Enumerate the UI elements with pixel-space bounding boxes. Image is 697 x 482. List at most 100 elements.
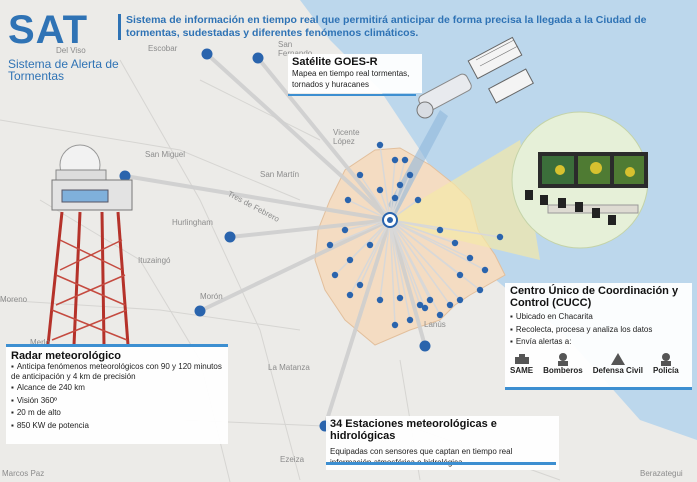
radar-tower-illustration: [46, 144, 133, 346]
satellite-box-bar: [288, 94, 416, 96]
station-link: [199, 218, 391, 313]
station-dot: [396, 294, 404, 302]
station-dot: [436, 311, 444, 319]
cucc-features: Ubicado en Chacarita Recolecta, procesa …: [510, 311, 687, 349]
station-dot: [496, 233, 504, 241]
station-dot: [376, 296, 384, 304]
station-link: [379, 219, 391, 301]
alert-label: Policía: [652, 365, 679, 375]
station-dot: [426, 296, 434, 304]
radar-feature: 20 m de alto: [11, 407, 223, 420]
station-link: [389, 219, 486, 271]
station-dot: [481, 266, 489, 274]
station-dot: [376, 141, 384, 149]
map-label: Moreno: [0, 295, 28, 304]
satellite-text: Mapea en tiempo real tormentas, tornados…: [292, 69, 410, 89]
radar-feature: Visión 360º: [11, 395, 223, 408]
alert-defensa-civil: Defensa Civil: [593, 352, 643, 375]
stations-title: 34 Estaciones meteorológicas e hidrológi…: [330, 418, 497, 442]
station-link: [389, 219, 451, 306]
map-label: Ituzaingó: [138, 256, 171, 265]
satellite-illustration: [416, 36, 534, 119]
satellite-box: Satélite GOES-R Mapea en tiempo real tor…: [288, 54, 422, 93]
map-label: Del Viso: [56, 46, 86, 55]
station-dot: [476, 286, 484, 294]
station-link: [389, 219, 401, 299]
station-link: [334, 219, 391, 276]
station-link: [329, 219, 391, 246]
map-label: Morón: [200, 292, 223, 301]
station-dot: [391, 156, 399, 164]
station-link: [124, 174, 391, 222]
control-center-illustration: [511, 111, 649, 249]
station-link: [389, 219, 456, 244]
radar-feature: Anticipa fenómenos meteorológicos con 90…: [11, 362, 223, 382]
station-link: [389, 219, 426, 309]
radar-title: Radar meteorológico: [11, 350, 122, 362]
station-dot: [356, 281, 364, 289]
station-link: [388, 219, 427, 347]
map-label: San Miguel: [145, 150, 186, 159]
station-dot: [416, 301, 424, 309]
sat-logo: SAT Sistema de Alerta de Tormentas: [8, 10, 128, 82]
station-link: [389, 219, 411, 321]
map-label: San Martín: [260, 170, 300, 179]
station-link: [359, 174, 391, 221]
alert-policia: Policía: [653, 352, 679, 375]
station-link: [389, 219, 501, 238]
station-link: [389, 159, 396, 221]
station-link: [389, 219, 481, 291]
station-dot: [419, 340, 431, 352]
satellite-title: Satélite GOES-R: [292, 56, 378, 68]
station-dot: [456, 271, 464, 279]
station-dot: [326, 241, 334, 249]
alert-label: SAME: [510, 365, 534, 375]
cucc-box: Centro Único de Coordinación y Control (…: [505, 283, 692, 387]
map-label: Vicente López: [333, 128, 360, 146]
map-label: La Matanza: [268, 363, 310, 372]
station-link: [379, 144, 391, 221]
cucc-feature: Envía alertas a:: [510, 336, 687, 349]
station-link: [205, 52, 392, 222]
map-label: Hurlingham: [172, 218, 213, 227]
cucc-box-bar: [505, 387, 692, 390]
station-link: [229, 218, 391, 239]
station-dot: [376, 186, 384, 194]
radar-box: Radar meteorológico Anticipa fenómenos m…: [6, 344, 228, 444]
station-dot: [346, 256, 354, 264]
station-dot: [341, 226, 349, 234]
station-dot: [466, 254, 474, 262]
station-dot: [391, 194, 399, 202]
station-link: [389, 219, 461, 301]
radar-feature: Alcance de 240 km: [11, 382, 223, 395]
station-dot: [252, 52, 264, 64]
station-dot: [391, 321, 399, 329]
map-label: Lanús: [424, 320, 446, 329]
logo-name: Sistema de Alerta de Tormentas: [8, 57, 119, 83]
map-label: San Fernando: [278, 40, 312, 58]
headline: Sistema de información en tiempo real qu…: [118, 14, 686, 40]
station-dot: [194, 305, 206, 317]
station-dot: [224, 231, 236, 243]
map-label: Escobar: [148, 44, 178, 53]
radar-box-bar: [6, 344, 228, 347]
stations-box: 34 Estaciones meteorológicas e hidrológi…: [326, 416, 559, 470]
map-label: Merlo: [30, 338, 51, 347]
alert-bomberos: Bomberos: [543, 352, 583, 375]
station-link: [389, 219, 396, 326]
station-dot: [451, 239, 459, 247]
cucc-feature: Ubicado en Chacarita: [510, 311, 687, 324]
ambulance-icon: [514, 353, 529, 364]
logo-acronym: SAT: [8, 8, 89, 52]
station-link: [349, 219, 391, 296]
station-link: [256, 56, 392, 222]
station-dot: [346, 291, 354, 299]
station-dot: [344, 196, 352, 204]
alert-same: SAME: [510, 352, 533, 375]
station-dot: [406, 171, 414, 179]
cucc-feature: Recolecta, procesa y analiza los datos: [510, 324, 687, 337]
station-dot: [446, 301, 454, 309]
stations-box-bar: [326, 462, 556, 465]
station-link: [323, 219, 392, 427]
